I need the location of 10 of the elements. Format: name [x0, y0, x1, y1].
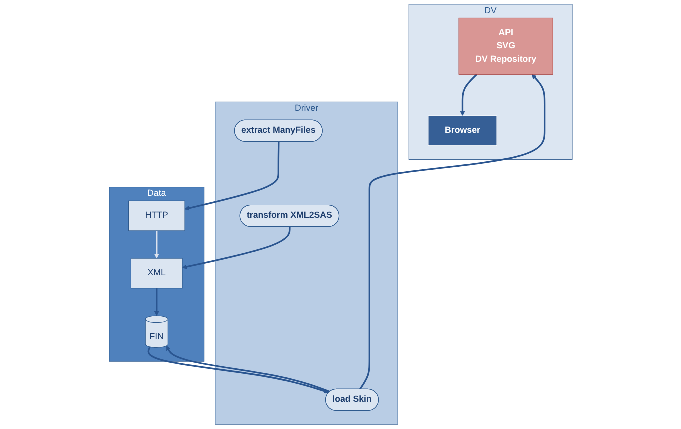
arrow [154, 230, 159, 259]
arrow [460, 74, 478, 116]
arrow [154, 288, 159, 316]
node-box: XML [130, 258, 182, 289]
node-box: API SVG DV Repository [458, 18, 553, 75]
arrow [184, 142, 280, 211]
node-box: Browser [428, 116, 497, 146]
arrow [182, 227, 290, 270]
arrow [359, 74, 546, 390]
node-box: HTTP [128, 200, 185, 232]
